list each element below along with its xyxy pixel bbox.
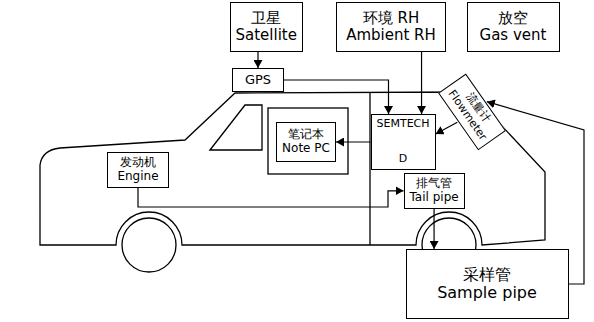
node-text: Sample pipe	[437, 284, 537, 302]
node-text: Satellite	[236, 27, 297, 44]
connector-arrow	[433, 209, 434, 249]
node-text: Engine	[117, 170, 158, 184]
flowmeter-box: 流量计Flowmeter	[438, 73, 506, 150]
node-text: Ambient RH	[346, 27, 436, 44]
connector-arrow	[284, 80, 389, 114]
node-text: 采样管	[463, 266, 511, 284]
connector-arrow	[421, 52, 422, 114]
engine-box: 发动机Engine	[107, 152, 169, 188]
sensor-box: 环境 RHAmbient RH	[336, 2, 446, 52]
node-text: GPS	[245, 73, 271, 88]
connector-arrow	[436, 122, 458, 134]
gps-box: GPS	[232, 68, 284, 92]
front-wheel	[122, 218, 176, 272]
node-text: 笔记本	[288, 128, 324, 142]
node-text: 环境 RH	[363, 10, 419, 27]
node-text: 发动机	[120, 156, 156, 170]
side-window	[268, 108, 348, 174]
tailpipe-box: 排气管Tail pipe	[404, 173, 465, 209]
vent-box: 放空Gas vent	[467, 2, 560, 52]
node-text: SEMTECH	[377, 118, 430, 131]
node-text: 卫星	[251, 10, 281, 27]
node-text: Tail pipe	[410, 191, 459, 205]
front-window	[210, 105, 262, 150]
node-text: 排气管	[416, 177, 452, 191]
analyzer-box: SEMTECH D	[371, 114, 436, 170]
sample-pipe-box: 采样管Sample pipe	[406, 249, 569, 319]
laptop-box: 笔记本Note PC	[276, 122, 336, 162]
node-text: 放空	[498, 10, 528, 27]
node-text: Note PC	[282, 142, 330, 156]
node-text: Gas vent	[480, 27, 547, 44]
node-text: D	[399, 153, 407, 166]
connector-arrow	[336, 141, 371, 142]
satellite-box: 卫星Satellite	[230, 2, 303, 52]
connector-arrow	[138, 188, 404, 207]
connector-arrow	[257, 52, 258, 68]
